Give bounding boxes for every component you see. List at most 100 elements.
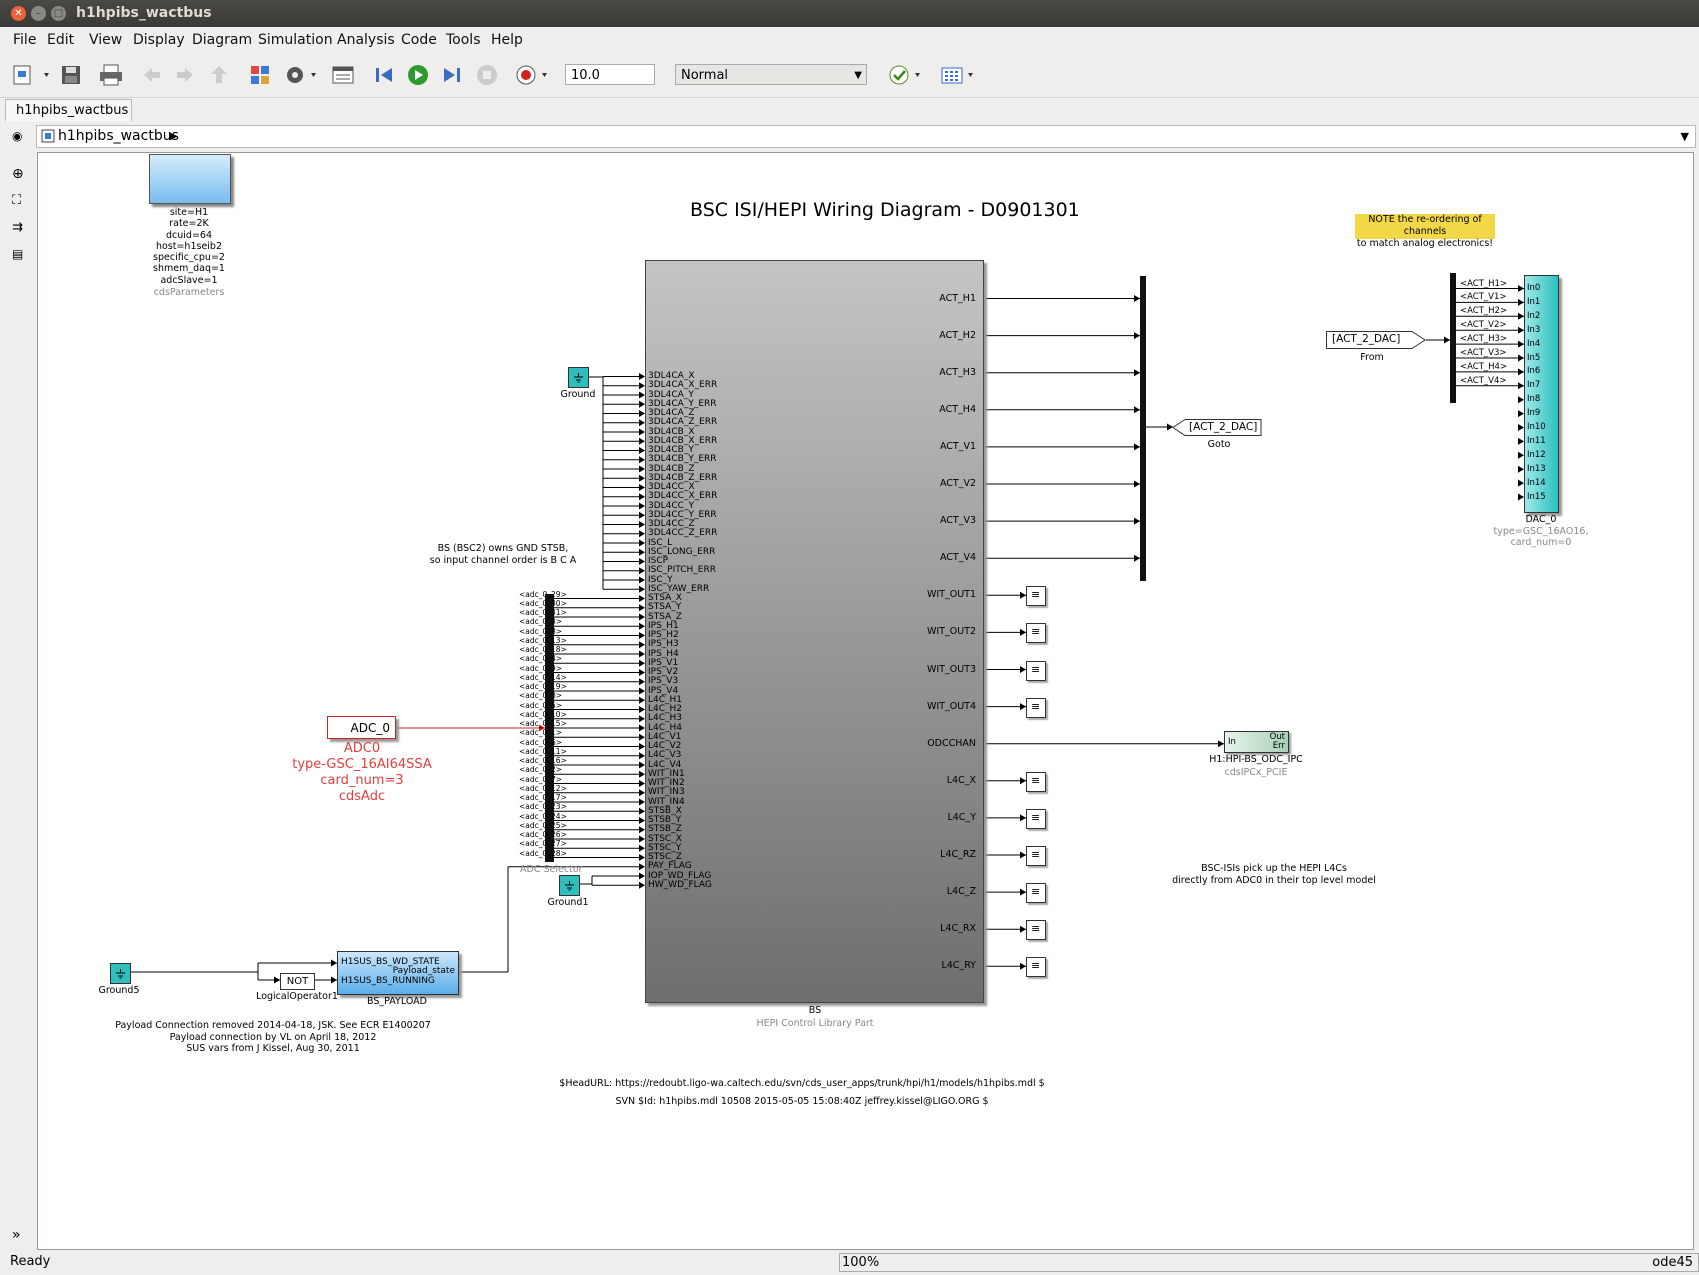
breadcrumb[interactable]: h1hpibs_wactbus ▶ ▼ xyxy=(36,125,1696,148)
menu-diagram[interactable]: Diagram xyxy=(192,32,253,48)
note-line2: to match analog electronics! xyxy=(1356,238,1494,249)
maximize-window-button[interactable]: □ xyxy=(51,6,66,21)
hide-explorer-icon[interactable]: ◉ xyxy=(12,129,23,143)
arrow-head xyxy=(1518,396,1524,404)
dac-port: In9 xyxy=(1527,408,1541,419)
cds-parameter: dcuid=64 xyxy=(166,229,212,241)
bs-output-port: L4C_RX xyxy=(940,923,976,935)
build-icon[interactable] xyxy=(940,63,980,87)
menu-simulation[interactable]: Simulation xyxy=(258,32,333,48)
ground1-block[interactable] xyxy=(559,875,580,896)
menu-display[interactable]: Display xyxy=(133,32,185,48)
arrow-head xyxy=(1134,554,1140,562)
run-icon[interactable] xyxy=(405,63,431,87)
bs-input-port: IPS_V4 xyxy=(648,685,679,696)
terminator-block[interactable]: ≡ xyxy=(1026,660,1046,681)
menu-tools[interactable]: Tools xyxy=(446,32,481,48)
terminator-block[interactable]: ≡ xyxy=(1026,920,1046,941)
bs-input-port: 3DL4CA_X_ERR xyxy=(648,380,718,391)
step-forward-icon[interactable] xyxy=(440,63,464,87)
library-browser-icon[interactable] xyxy=(248,63,272,87)
chevron-down-icon[interactable]: ▼ xyxy=(1680,130,1689,143)
not-block[interactable]: NOT xyxy=(280,973,315,990)
terminator-block[interactable]: ≡ xyxy=(1026,957,1046,978)
save-icon[interactable] xyxy=(58,63,84,87)
close-window-button[interactable]: ✕ xyxy=(11,6,26,21)
check-model-icon[interactable] xyxy=(887,63,927,87)
back-icon[interactable] xyxy=(140,63,164,87)
annotation-icon[interactable]: ▤ xyxy=(12,247,24,261)
svn-headurl: $HeadURL: https://redoubt.ligo-wa.caltec… xyxy=(559,1078,1045,1089)
arrow-head xyxy=(1134,443,1140,451)
terminator-block[interactable]: ≡ xyxy=(1026,846,1046,866)
adc-channel-label: <adc_0_13> xyxy=(519,635,567,645)
arrow-head xyxy=(639,706,645,713)
arrow-head xyxy=(331,976,337,984)
adc-channel-label: <adc_0_28> xyxy=(519,848,567,858)
model-config-icon[interactable] xyxy=(283,63,323,87)
adc-channel-label: <adc_0_4> xyxy=(519,654,563,664)
new-model-icon[interactable] xyxy=(10,63,52,87)
ipc-block[interactable]: In Out Err xyxy=(1224,731,1289,753)
print-icon[interactable] xyxy=(97,63,125,87)
terminator-block[interactable]: ≡ xyxy=(1026,586,1046,607)
arrow-head xyxy=(639,511,645,519)
menu-edit[interactable]: Edit xyxy=(47,32,75,48)
terminator-block[interactable]: ≡ xyxy=(1026,808,1046,829)
expand-palette-icon[interactable]: » xyxy=(12,1227,21,1243)
arrow-head xyxy=(274,976,280,984)
bs-input-port: 3DL4CC_X xyxy=(648,482,695,492)
status-bar: Ready 100% ode45 xyxy=(0,1250,1699,1275)
ground5-block[interactable] xyxy=(110,963,131,984)
menu-code[interactable]: Code xyxy=(401,32,437,48)
breadcrumb-item[interactable]: h1hpibs_wactbus xyxy=(58,128,179,144)
menu-analysis[interactable]: Analysis xyxy=(337,32,395,48)
adc-selector-bus[interactable] xyxy=(545,594,554,862)
adc-block[interactable]: ADC_0 xyxy=(327,716,396,739)
terminator-block[interactable]: ≡ xyxy=(1026,883,1046,904)
arrow-head xyxy=(639,576,645,584)
model-explorer-icon[interactable] xyxy=(330,63,356,87)
dac-bus-selector[interactable] xyxy=(1450,273,1456,403)
minimize-window-button[interactable]: – xyxy=(31,6,46,21)
arrow-head xyxy=(1134,517,1140,525)
arrow-head xyxy=(639,410,645,417)
bs-output-port: L4C_X xyxy=(946,774,976,786)
terminator-block[interactable]: ≡ xyxy=(1026,771,1046,792)
terminator-block[interactable]: ≡ xyxy=(1026,697,1046,718)
bs-input-port: L4C_H3 xyxy=(648,713,683,724)
simulation-mode-select[interactable]: Normal ▼ xyxy=(675,64,867,85)
menu-file[interactable]: File xyxy=(13,32,37,48)
bs-input-port: 3DL4CC_Z xyxy=(648,519,695,529)
stop-time-input[interactable]: 10.0 xyxy=(565,64,655,85)
dac-block[interactable] xyxy=(1524,275,1559,513)
cds-parameters-block[interactable] xyxy=(149,154,231,204)
menu-help[interactable]: Help xyxy=(491,32,523,48)
menu-view[interactable]: View xyxy=(89,32,123,48)
bs-output-port: L4C_RZ xyxy=(940,849,976,860)
bs-payload-block[interactable]: H1SUS_BS_WD_STATE Payload_state H1SUS_BS… xyxy=(337,951,459,995)
tab-model[interactable]: h1hpibs_wactbus xyxy=(5,99,132,121)
bs-hepi-block[interactable] xyxy=(645,260,984,1003)
forward-icon[interactable] xyxy=(173,63,197,87)
goto-block[interactable]: [ACT_2_DAC] xyxy=(1173,419,1265,436)
bs-input-port: PAY_FLAG xyxy=(648,861,692,872)
adc-channel-label: <adc_0_8> xyxy=(519,626,563,636)
step-back-icon[interactable] xyxy=(372,63,396,87)
act-bus-creator[interactable] xyxy=(1140,276,1146,581)
record-icon[interactable] xyxy=(514,63,554,87)
terminator-block[interactable]: ≡ xyxy=(1026,623,1046,644)
diagram-canvas[interactable]: BSC ISI/HEPI Wiring Diagram - D0901301 s… xyxy=(37,152,1694,1250)
bs-output-port: L4C_RY xyxy=(941,960,976,972)
arrow-head xyxy=(1134,332,1140,340)
zoom-in-icon[interactable]: ⊕ xyxy=(12,166,24,182)
ground-block[interactable] xyxy=(568,367,589,388)
ground1-label: Ground1 xyxy=(547,897,589,908)
bs-input-port: L4C_V4 xyxy=(648,759,682,770)
fit-to-view-icon[interactable]: ⛶ xyxy=(12,193,22,208)
stop-icon[interactable] xyxy=(475,63,499,87)
adc-channel-label: <adc_0_12> xyxy=(519,783,567,793)
up-icon[interactable] xyxy=(207,63,231,87)
arrow-icon[interactable]: ⇉ xyxy=(12,220,23,235)
from-block[interactable]: [ACT_2_DAC] xyxy=(1326,331,1426,349)
